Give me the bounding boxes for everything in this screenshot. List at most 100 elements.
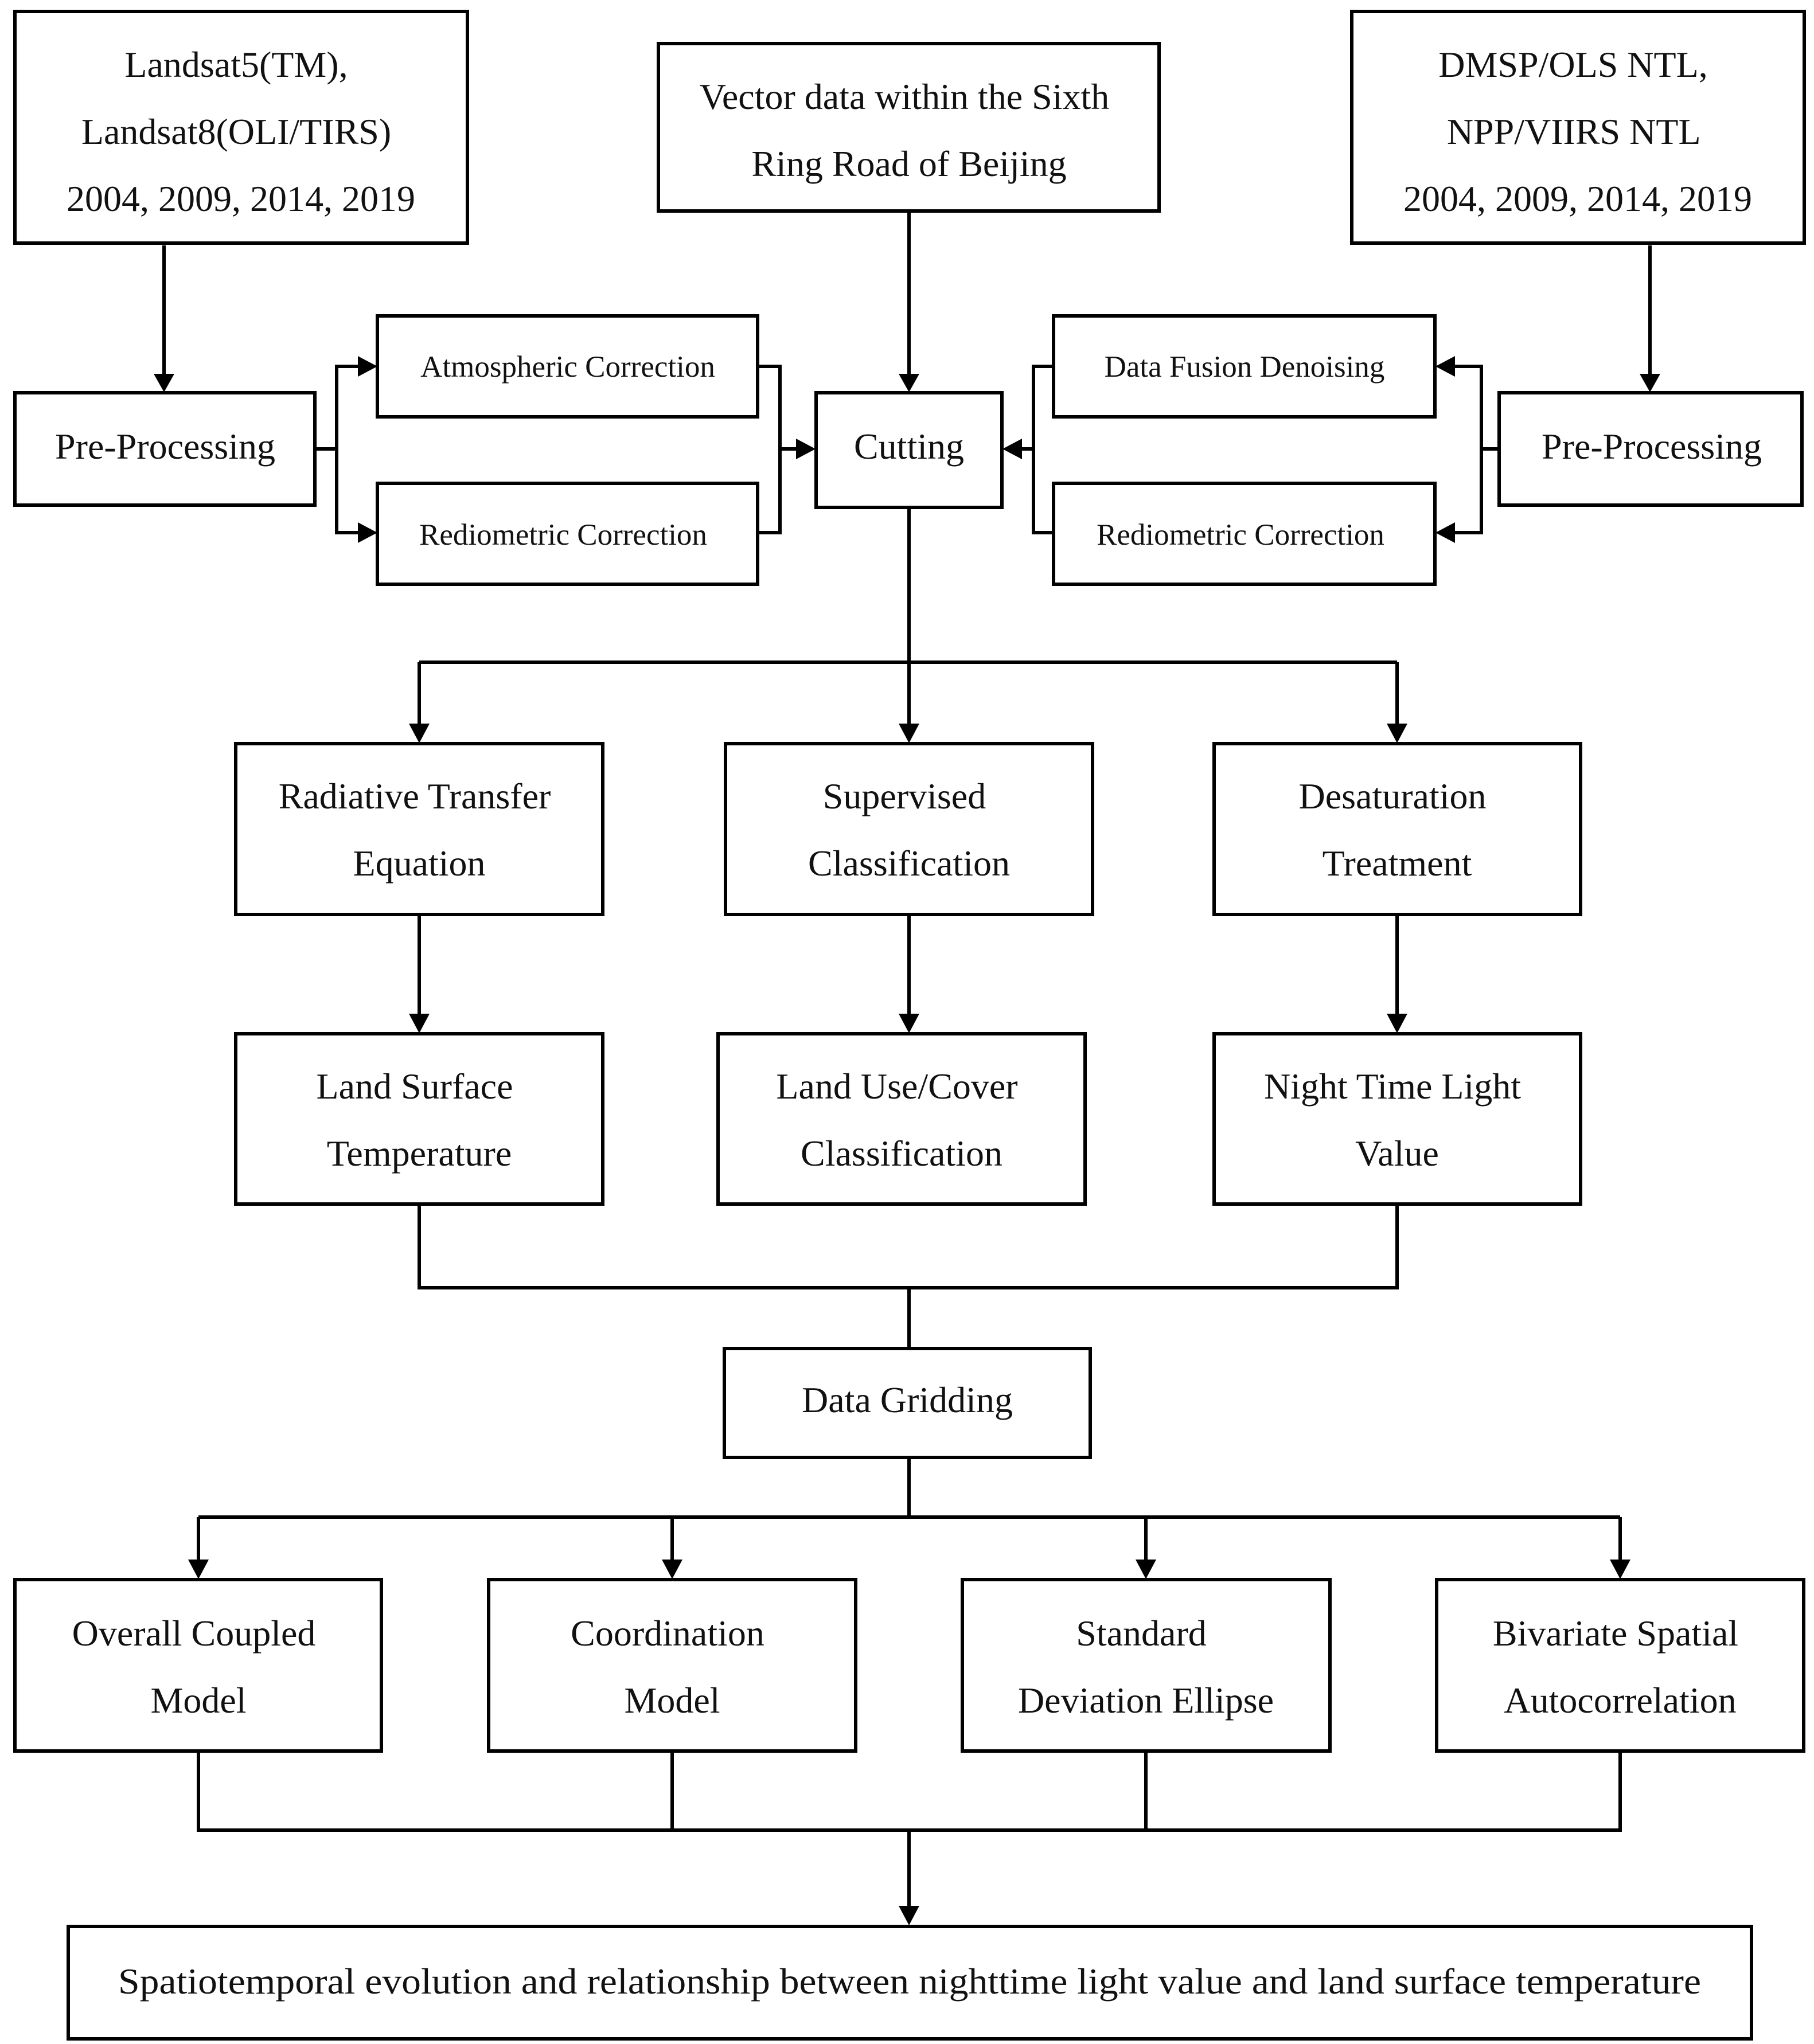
arrowhead-bivariate (1610, 1560, 1630, 1579)
label-dmsp: DMSP/OLS NTL, NPP/VIIRS NTL 2004, 2009, … (1403, 44, 1752, 219)
arrowhead-supervised (899, 724, 919, 743)
label-coordination-model: Coordination Model (571, 1613, 774, 1721)
box-land-surface-temperature (234, 1032, 604, 1206)
labels: Landsat5(TM), Landsat8(OLI/TIRS) 2004, 2… (55, 44, 1762, 2002)
edge-preprocessing-right-fork (1455, 365, 1499, 534)
box-dmsp (1350, 10, 1806, 245)
arrowhead-final (899, 1906, 919, 1925)
arrowhead-radiometric-left (358, 522, 377, 543)
label-ntl-line-1: Night Time Light (1264, 1066, 1521, 1107)
box-land-use-classification (716, 1032, 1087, 1206)
label-land-surface-temperature: Land Surface Temperature (317, 1066, 522, 1174)
label-vector-data: Vector data within the Sixth Ring Road o… (700, 76, 1119, 184)
label-land-use-classification: Land Use/Cover Classification (776, 1066, 1027, 1174)
label-landsat: Landsat5(TM), Landsat8(OLI/TIRS) 2004, 2… (67, 44, 415, 219)
box-radiometric-correction-right (1052, 482, 1437, 586)
label-landsat-line-1: Landsat5(TM), (124, 44, 348, 85)
arrowhead-preprocessing-left (154, 374, 174, 392)
arrowhead-coupled (188, 1560, 209, 1579)
connectors (154, 213, 1660, 1925)
label-radiometric-correction-left: Rediometric Correction (419, 518, 707, 552)
label-cutting: Cutting (854, 426, 964, 467)
label-radiative-transfer-line-2: Equation (353, 843, 485, 884)
box-landsat (13, 10, 469, 245)
arrowhead-cutting-left (796, 439, 816, 459)
label-dmsp-line-2: NPP/VIIRS NTL (1447, 111, 1699, 152)
box-overall-coupled-model (13, 1578, 383, 1753)
label-landsat-line-3: 2004, 2009, 2014, 2019 (67, 178, 415, 219)
arrowhead-lst (409, 1014, 430, 1033)
label-dmsp-line-3: 2004, 2009, 2014, 2019 (1403, 178, 1752, 219)
box-bivariate-autocorrelation (1435, 1578, 1805, 1753)
box-coordination-model (487, 1578, 857, 1753)
arrowhead-preprocessing-right (1640, 374, 1660, 392)
box-preprocessing-right (1497, 391, 1804, 507)
label-preprocessing-left: Pre-Processing (55, 426, 275, 467)
label-coupled-line-2: Model (150, 1680, 246, 1721)
label-supervised-line-1: Supervised (823, 776, 986, 816)
label-bivariate-line-1: Bivariate Spatial (1493, 1613, 1738, 1654)
label-desaturation-treatment: Desaturation Treatment (1299, 776, 1496, 884)
label-sde-line-2: Deviation Ellipse (1018, 1680, 1274, 1721)
label-bivariate-line-2: Autocorrelation (1504, 1680, 1736, 1721)
label-desaturation-line-1: Desaturation (1299, 776, 1487, 816)
box-night-time-light (1212, 1032, 1582, 1206)
label-desaturation-line-2: Treatment (1323, 843, 1472, 884)
label-radiative-transfer: Radiative Transfer Equation (279, 776, 560, 884)
label-supervised-classification: Supervised Classification (808, 776, 1010, 884)
label-data-gridding: Data Gridding (802, 1379, 1013, 1420)
label-vector-data-line-2: Ring Road of Beijing (751, 143, 1066, 184)
box-vector-data (657, 42, 1161, 213)
label-radiative-transfer-line-1: Radiative Transfer (279, 776, 551, 816)
arrowhead-radiometric-right (1435, 522, 1455, 543)
box-data-gridding (723, 1347, 1092, 1459)
label-data-fusion-denoising: Data Fusion Denoising (1105, 350, 1385, 384)
edge-cutting-branch (418, 507, 1399, 724)
edge-preprocessing-left-fork (315, 365, 358, 534)
arrowhead-atmospheric (358, 356, 377, 377)
box-cutting (814, 391, 1004, 509)
box-standard-deviation-ellipse (961, 1578, 1332, 1753)
arrowhead-desaturation (1387, 724, 1407, 743)
box-supervised-classification (724, 742, 1094, 916)
label-supervised-line-2: Classification (808, 843, 1010, 884)
arrowhead-landuse (899, 1014, 919, 1033)
label-atmospheric-correction: Atmospheric Correction (420, 350, 715, 384)
label-vector-data-line-1: Vector data within the Sixth (700, 76, 1110, 117)
edge-results-to-gridding (418, 1204, 1399, 1349)
box-radiometric-correction-left (376, 482, 759, 586)
box-data-fusion-denoising (1052, 314, 1437, 419)
label-dmsp-line-1: DMSP/OLS NTL, (1438, 44, 1707, 85)
label-lst-line-1: Land Surface (317, 1066, 513, 1107)
box-atmospheric-correction (376, 314, 759, 419)
label-night-time-light: Night Time Light Value (1264, 1066, 1530, 1174)
edge-models-to-final (197, 1751, 1622, 1906)
box-final-result (67, 1925, 1753, 2041)
label-coupled-line-1: Overall Coupled (72, 1613, 316, 1654)
arrowhead-fusion (1435, 356, 1455, 377)
label-ntl-line-2: Value (1355, 1133, 1439, 1174)
arrowhead-sde (1136, 1560, 1156, 1579)
arrowhead-cutting-right (1002, 439, 1022, 459)
boxes (13, 10, 1806, 2041)
label-coordination-line-2: Model (624, 1680, 720, 1721)
label-final-result: Spatiotemporal evolution and relationshi… (118, 1961, 1701, 2002)
arrowhead-cutting-top (899, 374, 919, 392)
label-sde-line-1: Standard (1076, 1613, 1207, 1654)
box-preprocessing-left (13, 391, 317, 507)
box-desaturation-treatment (1212, 742, 1582, 916)
label-landuse-line-1: Land Use/Cover (776, 1066, 1017, 1107)
arrowhead-ntl (1387, 1014, 1407, 1033)
label-landsat-line-2: Landsat8(OLI/TIRS) (81, 111, 391, 152)
label-preprocessing-right: Pre-Processing (1542, 426, 1762, 467)
arrowhead-coordination (662, 1560, 682, 1579)
arrowhead-rte (409, 724, 430, 743)
label-landuse-line-2: Classification (801, 1133, 1002, 1174)
label-coordination-line-1: Coordination (571, 1613, 764, 1654)
label-standard-deviation-ellipse: Standard Deviation Ellipse (1018, 1613, 1274, 1721)
label-bivariate-autocorrelation: Bivariate Spatial Autocorrelation (1493, 1613, 1747, 1721)
box-radiative-transfer (234, 742, 604, 916)
label-radiometric-correction-right: Rediometric Correction (1097, 518, 1384, 552)
label-overall-coupled-model: Overall Coupled Model (72, 1613, 325, 1721)
